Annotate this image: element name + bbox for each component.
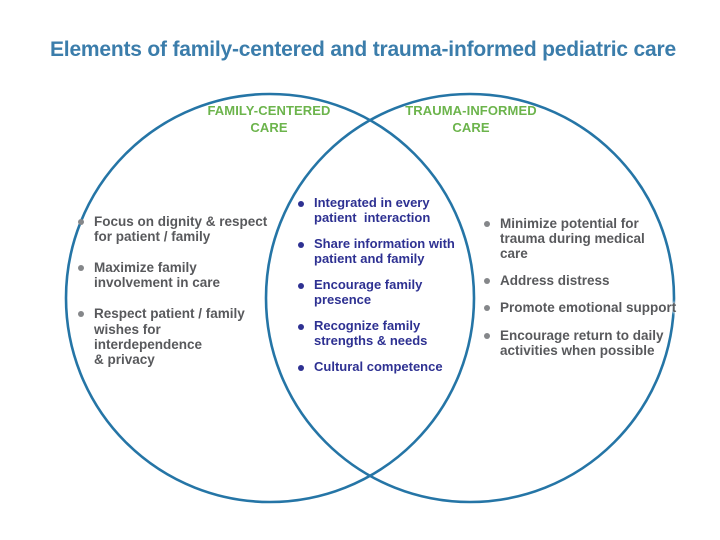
bullet-icon: [78, 265, 84, 272]
list-item: Encourage return to daily activities whe…: [484, 328, 686, 358]
list-item-text: Minimize potential for trauma during med…: [500, 216, 645, 262]
bullet-icon: [298, 324, 304, 331]
list-item-text: Cultural competence: [314, 359, 443, 375]
list-item-text: Focus on dignity & respect for patient /…: [94, 214, 268, 245]
list-item: Cultural competence: [298, 360, 470, 375]
list-item: Maximize family involvement in care: [78, 260, 270, 290]
bullet-icon: [484, 278, 490, 285]
list-item-text: Maximize family involvement in care: [94, 260, 221, 291]
list-item: Focus on dignity & respect for patient /…: [78, 214, 270, 244]
bullet-icon: [78, 219, 84, 225]
list-item: Address distress: [484, 273, 686, 288]
bullet-icon: [484, 332, 490, 339]
list-item: Recognize family strengths & needs: [298, 318, 470, 348]
list-item: Encourage family presence: [298, 277, 470, 307]
list-item: Minimize potential for trauma during med…: [484, 216, 686, 261]
bullet-icon: [298, 201, 304, 207]
right-circle-header: TRAUMA-INFORMED CARE: [405, 103, 537, 135]
list-item-text: Address distress: [500, 273, 610, 289]
right-circle: [264, 92, 676, 504]
list-item-text: Promote emotional support: [500, 300, 677, 316]
bullet-icon: [298, 283, 304, 290]
bullet-icon: [484, 221, 490, 227]
bullet-icon: [484, 305, 490, 312]
left-circle: [64, 92, 476, 504]
list-item-text: Integrated in every patient interaction: [314, 195, 431, 225]
slide-title: Elements of family-centered and trauma-i…: [50, 38, 676, 61]
list-item-text: Respect patient / family wishes for inte…: [94, 306, 245, 367]
bullet-icon: [298, 242, 304, 249]
list-item: Integrated in every patient interaction: [298, 195, 470, 225]
bullet-icon: [298, 365, 304, 372]
list-item: Share information with patient and famil…: [298, 236, 470, 266]
list-item-text: Share information with patient and famil…: [314, 236, 455, 266]
shared-elements-list: Integrated in every patient interaction …: [298, 195, 470, 387]
list-item-text: Encourage family presence: [314, 277, 423, 307]
list-item: Promote emotional support: [484, 300, 686, 315]
list-item-text: Recognize family strengths & needs: [314, 318, 428, 348]
list-item-text: Encourage return to daily activities whe…: [500, 327, 664, 358]
list-item: Respect patient / family wishes for inte…: [78, 306, 270, 367]
left-circle-header: FAMILY-CENTERED CARE: [207, 103, 331, 135]
trauma-informed-list: Minimize potential for trauma during med…: [484, 216, 686, 370]
family-centered-list: Focus on dignity & respect for patient /…: [78, 214, 270, 383]
bullet-icon: [78, 311, 84, 318]
